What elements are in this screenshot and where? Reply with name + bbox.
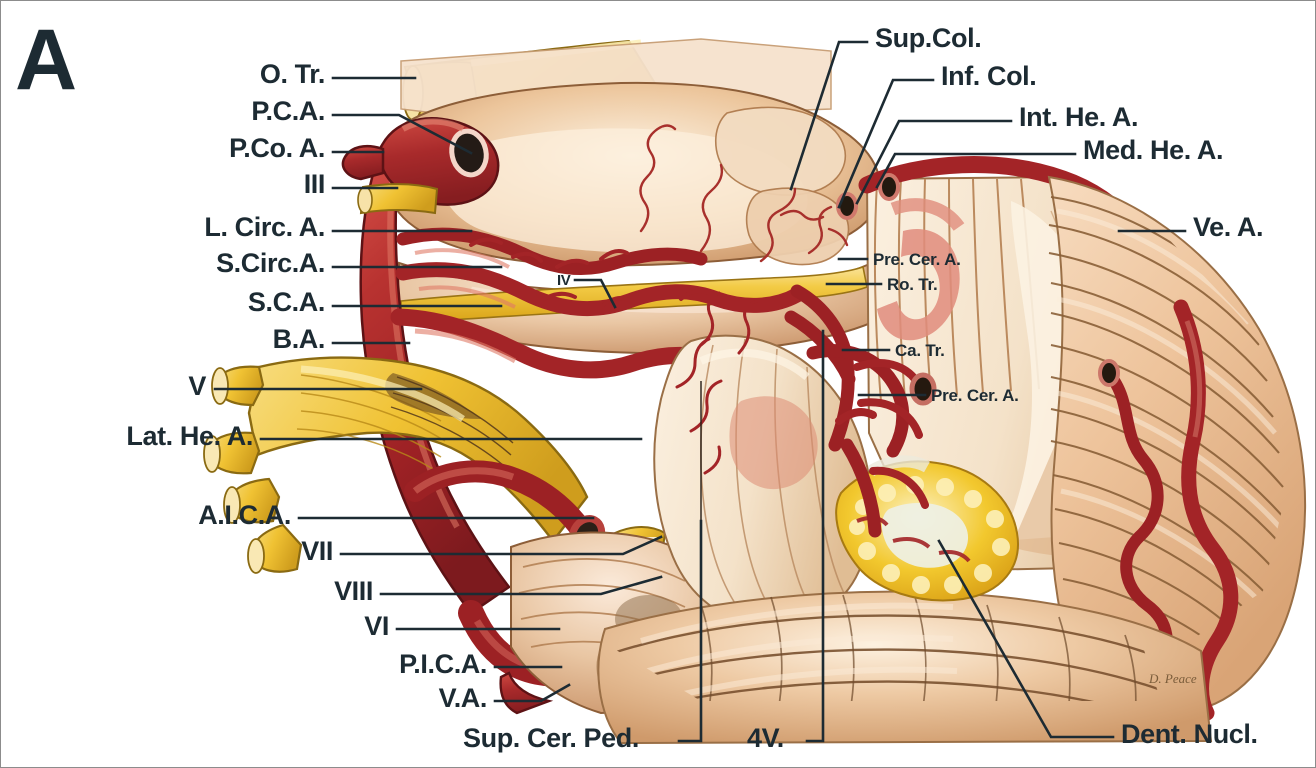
label-s-c-a: S.C.A. [247, 287, 326, 317]
label-v-a: V.A. [438, 683, 488, 713]
label-inf-col: Inf. Col. [941, 61, 1037, 91]
svg-text:D. Peace: D. Peace [1148, 671, 1197, 686]
label-p-co-a: P.Co. A. [229, 133, 325, 163]
label-med-he-a: Med. He. A. [1083, 135, 1224, 165]
label-vi: VI [364, 611, 389, 641]
label-s-circ-a: S.Circ.A. [216, 248, 325, 278]
label-int-he-a: Int. He. A. [1019, 102, 1139, 132]
label-sup-cer-ped: Sup. Cer. Ped. [463, 723, 639, 753]
label-lat-he-a: Lat. He. A. [126, 421, 253, 451]
label-o-tr: O. Tr. [259, 59, 326, 89]
label-sup-col: Sup.Col. [875, 23, 982, 53]
label-viii: VIII [334, 576, 373, 606]
label-ca-tr: Ca. Tr. [895, 341, 945, 360]
posterior-communicating-artery-artwork [341, 145, 385, 181]
label-pre-cer-a-1: Pre. Cer. A. [873, 250, 961, 269]
label-b-a: B.A. [272, 324, 326, 354]
label-a-i-c-a: A.I.C.A. [198, 500, 291, 530]
label-iii: III [303, 169, 326, 199]
surface-arterioles-artwork [675, 291, 759, 475]
label-ve-a: Ve. A. [1193, 212, 1264, 242]
label-l-circ-a: L. Circ. A. [204, 212, 325, 242]
trigeminal-nerve-artwork [203, 356, 589, 574]
label-v: V [188, 371, 206, 401]
label-dent-nucl: Dent. Nucl. [1121, 719, 1258, 749]
label-iv: IV [557, 272, 571, 289]
label-p-c-a: P.C.A. [251, 96, 325, 126]
label-p-i-c-a: P.I.C.A. [399, 649, 487, 679]
label-4v: 4V. [747, 723, 784, 753]
label-pre-cer-a-2: Pre. Cer. A. [931, 386, 1019, 405]
panel-letter: A [15, 12, 78, 108]
oculomotor-nerve-artwork [359, 183, 439, 215]
label-vii: VII [301, 536, 333, 566]
label-ro-tr: Ro. Tr. [887, 275, 938, 294]
